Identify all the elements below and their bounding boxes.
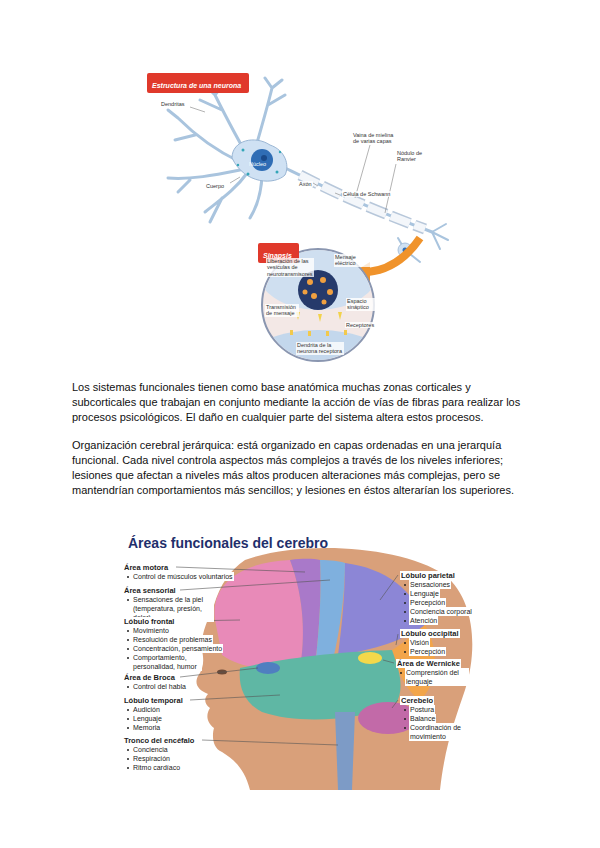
area-item: Percepción: [409, 598, 446, 607]
bullet-dot: [127, 630, 129, 632]
area-item: Atención: [409, 616, 438, 625]
area-item: Respiración: [132, 754, 171, 763]
area-heading: Lóbulo frontal: [123, 617, 175, 626]
area-heading: Área sensorial: [123, 586, 177, 595]
part-label: Mensaje eléctrico: [334, 254, 370, 267]
area-item: Percepción: [409, 647, 446, 656]
part-label: Transmisión de mensaje: [265, 304, 299, 317]
area-heading: Área de Wernicke: [396, 659, 461, 668]
bullet-dot: [127, 718, 129, 720]
part-label: Axón: [298, 181, 313, 187]
bullet-dot: [127, 686, 129, 688]
part-label: Cuerpo: [205, 183, 225, 189]
area-heading: Tronco del encéfalo: [123, 736, 195, 745]
bullet-dot: [127, 599, 129, 601]
area-heading: Área de Broca: [123, 673, 176, 682]
bullet-dot: [127, 648, 129, 650]
part-label: Liberación de las vesículas de neurotran…: [266, 258, 314, 277]
area-item: Control de músculos voluntarios: [132, 572, 234, 581]
part-label: Receptores: [345, 322, 375, 328]
part-label: Núcleo: [249, 161, 266, 167]
bullet-dot: [127, 767, 129, 769]
area-item: Balance: [409, 714, 436, 723]
area-item: Ritmo cardíaco: [132, 763, 181, 772]
area-heading: Lóbulo occipital: [400, 629, 460, 638]
bullet-dot: [127, 749, 129, 751]
bullet-dot: [127, 639, 129, 641]
area-item: Control del habla: [132, 682, 187, 691]
part-label: Célula de Schwann: [342, 191, 391, 197]
area-item: Memoria: [132, 723, 161, 732]
area-item: Lenguaje: [409, 589, 440, 598]
area-heading: Área motora: [123, 563, 169, 572]
area-item: Sensaciones: [409, 580, 451, 589]
banner-text: Estructura de una neurona: [152, 82, 241, 89]
paragraph: Organización cerebral jerárquica: está o…: [72, 438, 532, 498]
part-label: Vaina de mielina de varias capas: [352, 132, 400, 145]
area-item: Conciencia: [132, 745, 169, 754]
bullet-dot: [127, 657, 129, 659]
paragraph: Los sistemas funcionales tienen como bas…: [72, 380, 532, 425]
area-item: Conciencia corporal: [409, 607, 473, 616]
area-item: Comportamiento, personalidad, humor: [132, 653, 202, 671]
area-item: Visión: [409, 638, 430, 647]
bullet-dot: [127, 727, 129, 729]
area-heading: Cerebelo: [400, 696, 434, 705]
bullet-dot: [127, 709, 129, 711]
brain-illustration: [176, 548, 472, 790]
figure-heading: Áreas funcionales del cerebro: [128, 536, 328, 551]
area-item: Movimiento: [132, 626, 170, 635]
area-item: Comprensión del lenguaje: [405, 668, 469, 686]
part-label: Dendritas: [160, 101, 186, 107]
area-item: Postura: [409, 705, 435, 714]
bullet-dot: [127, 576, 129, 578]
area-item: Concentración, pensamiento: [132, 644, 223, 653]
area-item: Coordinación de movimiento: [409, 723, 473, 741]
area-heading: Lóbulo parietal: [400, 571, 456, 580]
area-item: Audición: [132, 705, 161, 714]
part-label: Dendrita de la neurona receptora: [296, 342, 344, 355]
neuron-illustration: [168, 78, 448, 394]
part-label: Nódulo de Ranvier: [396, 150, 434, 163]
area-heading: Lóbulo temporal: [123, 696, 184, 705]
area-item: Lenguaje: [132, 714, 163, 723]
area-item: Resolución de problemas: [132, 635, 213, 644]
title-banner: Estructura de una neurona: [147, 73, 249, 93]
part-label: Espacio sináptico: [346, 298, 378, 311]
bullet-dot: [127, 758, 129, 760]
